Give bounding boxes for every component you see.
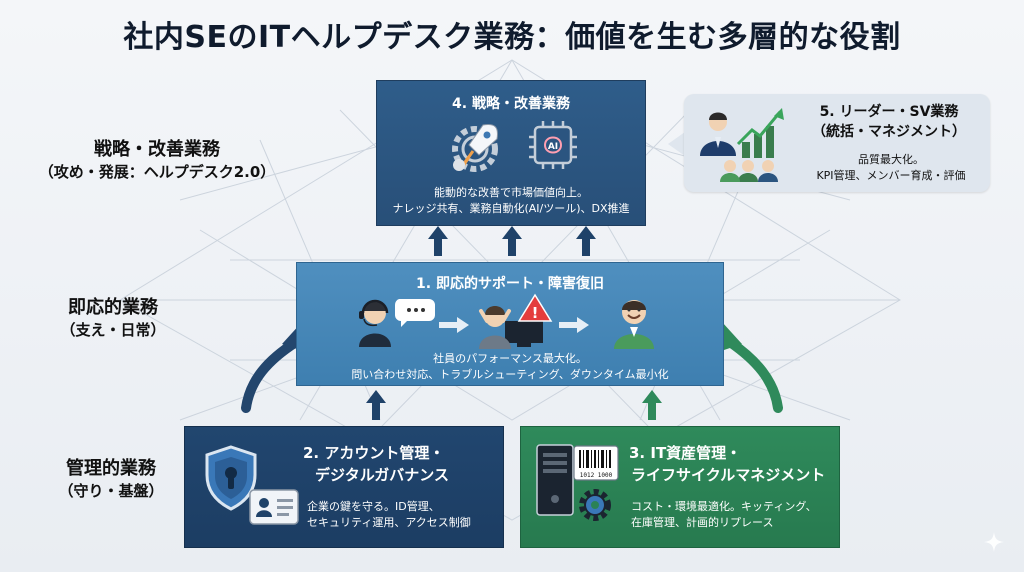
up-arrow-1 xyxy=(428,226,448,256)
asset-title-line1: 3. IT資産管理・ xyxy=(629,444,742,462)
shield-lock-icon xyxy=(205,445,257,511)
sv-desc-line2: KPI管理、メンバー育成・評価 xyxy=(816,168,966,182)
side-label-management-sub: （守り・基盤） xyxy=(58,482,164,501)
strategy-desc-line1: 能動的な改善で市場価値向上。 xyxy=(434,186,588,199)
svg-text:!: ! xyxy=(532,304,539,322)
sv-desc: 品質最大化。 KPI管理、メンバー育成・評価 xyxy=(796,152,986,184)
account-title-line2: デジタルガバナンス xyxy=(315,465,449,484)
sv-card: 5. リーダー・SV業務 （統括・マネジメント） 品質最大化。 KPI管理、メン… xyxy=(684,94,990,192)
svg-text:AI: AI xyxy=(548,142,558,152)
happy-user-icon xyxy=(614,300,654,349)
up-arrow-3 xyxy=(576,226,596,256)
sv-title-line2: （統括・マネジメント） xyxy=(812,124,966,141)
curved-arrow-right xyxy=(725,337,783,413)
support-desc-line1: 社員のパフォーマンス最大化。 xyxy=(433,352,587,365)
curved-arrow-left xyxy=(241,337,301,413)
asset-desc-line2: 在庫管理、計画的リプレース xyxy=(631,515,774,529)
account-title: 2. アカウント管理・ デジタルガバナンス xyxy=(303,443,449,487)
account-title-line1: 2. アカウント管理・ xyxy=(303,444,445,462)
account-desc-line1: 企業の鍵を守る。ID管理、 xyxy=(307,500,440,513)
support-desc-line2: 問い合わせ対応、トラブルシューティング、ダウンタイム最小化 xyxy=(351,367,669,381)
side-label-management-main: 管理的業務 xyxy=(66,458,156,479)
side-label-management: 管理的業務 （守り・基盤） xyxy=(46,457,176,502)
side-label-strategy-main: 戦略・改善業務 xyxy=(94,139,220,160)
gear-icon xyxy=(579,489,611,521)
barcode-tag-icon: 1012 1000 xyxy=(573,445,619,481)
server-tower-icon xyxy=(536,444,574,516)
side-label-support: 即応的業務 （支え・日常） xyxy=(48,296,178,341)
right-arrow-icon-2 xyxy=(559,317,589,333)
rocket-gear-icon xyxy=(452,124,498,172)
support-title: 1. 即応的サポート・障害復旧 xyxy=(416,276,604,292)
id-card-icon xyxy=(249,489,299,525)
asset-desc: コスト・環境最適化。キッティング、 在庫管理、計画的リプレース xyxy=(631,499,817,531)
asset-title-line2: ライフサイクルマネジメント xyxy=(631,465,826,484)
sv-card-pointer xyxy=(668,132,685,156)
strategy-desc: 能動的な改善で市場価値向上。 ナレッジ共有、業務自動化(AI/ツール)、DX推進 xyxy=(377,185,645,217)
sv-title-line1: 5. リーダー・SV業務 xyxy=(819,104,959,120)
support-desc: 社員のパフォーマンス最大化。 問い合わせ対応、トラブルシューティング、ダウンタイ… xyxy=(297,351,723,383)
sparkle-icon xyxy=(984,532,1004,552)
asset-desc-line1: コスト・環境最適化。キッティング、 xyxy=(631,500,817,513)
account-desc: 企業の鍵を守る。ID管理、 セキュリティ運用、アクセス制御 xyxy=(307,499,471,531)
ai-chip-icon: AI xyxy=(529,121,577,169)
sv-desc-line1: 品質最大化。 xyxy=(858,153,924,166)
headset-agent-icon xyxy=(359,299,435,347)
asset-title: 3. IT資産管理・ ライフサイクルマネジメント xyxy=(629,443,825,487)
side-label-strategy: 戦略・改善業務 （攻め・発展：ヘルプデスク2.0） xyxy=(38,138,276,183)
side-label-strategy-sub: （攻め・発展：ヘルプデスク2.0） xyxy=(38,163,276,182)
side-label-support-sub: （支え・日常） xyxy=(60,321,166,340)
curved-arrow-right-head xyxy=(718,322,742,352)
account-desc-line2: セキュリティ運用、アクセス制御 xyxy=(307,515,471,529)
asset-box: 1012 1000 3. IT資産管理・ ライフサイクルマネジメント コスト・環… xyxy=(520,426,840,548)
sv-title: 5. リーダー・SV業務 （統括・マネジメント） xyxy=(796,102,982,143)
up-arrow-2 xyxy=(502,226,522,256)
stressed-user-icon: ! xyxy=(479,293,553,349)
up-arrow-4 xyxy=(366,390,386,420)
barcode-number: 1012 1000 xyxy=(580,472,613,479)
right-arrow-icon xyxy=(439,317,469,333)
side-label-support-main: 即応的業務 xyxy=(68,297,158,318)
strategy-box: 4. 戦略・改善業務 AI 能動的な改善で市場価値向上。 ナレッジ共有、業務自動… xyxy=(376,80,646,226)
page-title: 社内SEのITヘルプデスク業務：価値を生む多層的な役割 xyxy=(123,20,901,55)
account-box: 2. アカウント管理・ デジタルガバナンス 企業の鍵を守る。ID管理、 セキュリ… xyxy=(184,426,504,548)
support-box: 1. 即応的サポート・障害復旧 ! xyxy=(296,262,724,386)
leader-chart-icon xyxy=(700,108,784,182)
strategy-desc-line2: ナレッジ共有、業務自動化(AI/ツール)、DX推進 xyxy=(392,201,630,215)
up-arrow-5 xyxy=(642,390,662,420)
strategy-title: 4. 戦略・改善業務 xyxy=(452,96,570,112)
